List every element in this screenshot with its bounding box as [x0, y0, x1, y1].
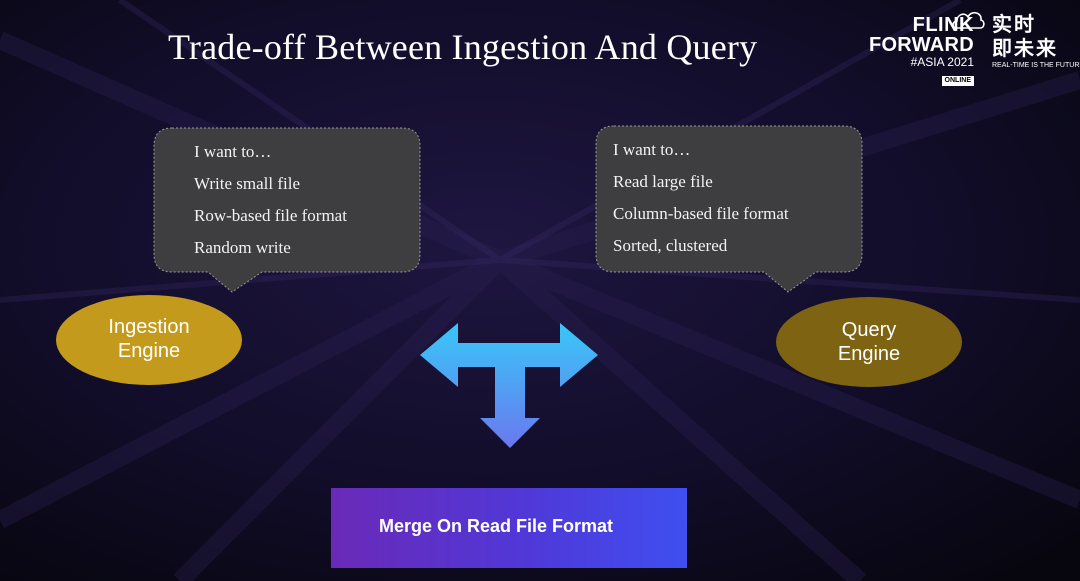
logo-online-badge: ONLINE [941, 76, 974, 86]
logo-wordmark: FLINK FORWARD #ASIA 2021 ONLINE [862, 6, 974, 86]
flink-forward-logo: FLINK FORWARD #ASIA 2021 ONLINE 实时 即未来 R… [862, 6, 1080, 86]
ingestion-wish-item: Write small file [194, 174, 301, 193]
ingestion-engine-line1: Ingestion [108, 316, 190, 338]
query-wish-item: I want to… [613, 140, 691, 159]
query-engine-line2: Engine [837, 343, 901, 365]
logo-cn-line1: 实时 [992, 12, 1036, 36]
query-engine-label: Query Engine [799, 318, 939, 366]
query-wish-item: Column-based file format [613, 204, 789, 223]
ingestion-wishlist: I want to… Write small file Row-based fi… [194, 136, 347, 264]
tradeoff-t-arrow [420, 323, 598, 448]
query-engine-line1: Query [841, 319, 897, 341]
ingestion-wish-item: I want to… [194, 142, 272, 161]
merge-on-read-label: Merge On Read File Format [378, 516, 614, 536]
slide-title: Trade-off Between Ingestion And Query [168, 27, 758, 67]
logo-cn-line2: 即未来 [992, 36, 1058, 60]
logo-line-forward: FORWARD [868, 34, 974, 56]
ingestion-wish-item: Row-based file format [194, 206, 347, 225]
query-wish-item: Read large file [613, 172, 713, 191]
logo-edition: #ASIA 2021 [910, 55, 974, 69]
ingestion-engine-label: Ingestion Engine [79, 315, 219, 363]
query-engine-ellipse [776, 297, 962, 387]
merge-on-read-box: Merge On Read File Format [331, 488, 687, 568]
query-wishlist: I want to… Read large file Column-based … [613, 134, 789, 262]
ingestion-engine-line2: Engine [117, 340, 181, 362]
logo-line-flink: FLINK [912, 14, 974, 36]
squirrel-cloud-icon [952, 11, 985, 29]
logo-chinese-slogan: 实时 即未来 REAL-TIME IS THE FUTURE [992, 12, 1080, 78]
ingestion-wish-item: Random write [194, 238, 291, 257]
logo-tagline: REAL-TIME IS THE FUTURE [992, 62, 1080, 69]
query-wish-item: Sorted, clustered [613, 236, 728, 255]
ingestion-engine-ellipse [56, 295, 242, 385]
